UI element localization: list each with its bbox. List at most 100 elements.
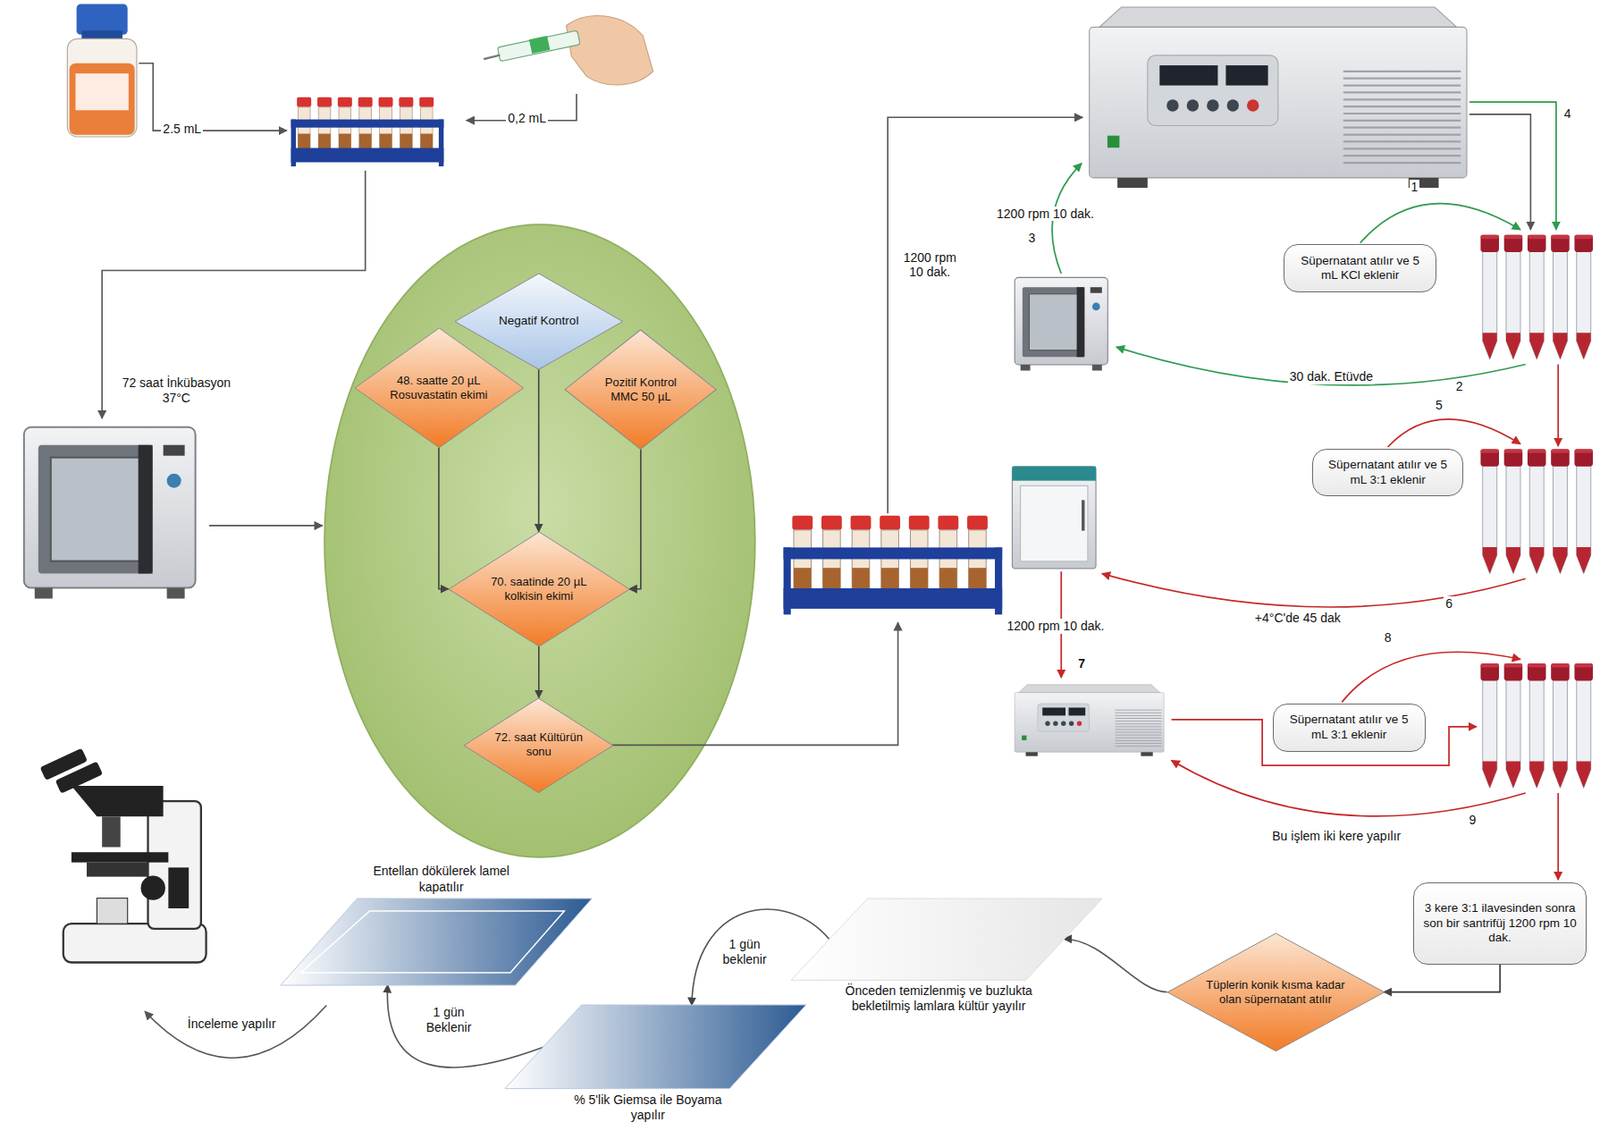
step-label: Bu işlem iki kere yapılır: [1270, 828, 1403, 844]
step-label: 1200 rpm 10 dak.: [994, 206, 1096, 222]
medium-bottle: [69, 63, 135, 135]
microscope: [101, 816, 121, 847]
refrigerator: [1011, 466, 1096, 569]
process-box: Süpernatant atılır ve 5 mL 3:1 eklenir: [1312, 448, 1464, 497]
callout-number: 4: [1562, 106, 1574, 122]
diamond-shape: [1167, 933, 1385, 1052]
microscope: [71, 851, 169, 862]
diamond-shape: [454, 273, 624, 370]
slide-shape: [791, 898, 1103, 980]
callout-number: 9: [1467, 812, 1479, 828]
step-label: 1200 rpm 10 dak.: [1004, 618, 1106, 634]
callout-number: 2: [1454, 378, 1466, 395]
microscope: [141, 875, 166, 900]
step-label: 1200 rpm 10 dak.: [895, 250, 964, 281]
step-label: 2.5 mL: [160, 121, 203, 137]
red-arrow: [1341, 651, 1521, 702]
callout-number: 7: [1076, 656, 1087, 672]
node-text: 70. saatinde 20 µL kolkisin ekimi: [480, 574, 598, 604]
microscope: [86, 862, 148, 877]
step-diamond: 70. saatinde 20 µL kolkisin ekimi: [448, 531, 630, 647]
blood-syringe: [483, 55, 500, 60]
step-label: +4°C'de 45 dak: [1253, 610, 1343, 626]
node-text: Entellan dökülerek lamel kapatılır: [352, 863, 531, 894]
process-arrow: [1469, 114, 1531, 230]
node-text: Süpernatant atılır ve 5 mL 3:1 eklenir: [1281, 712, 1417, 742]
slide-outline: [505, 1004, 807, 1089]
step-label: 0,2 mL: [505, 110, 548, 127]
callout-number: 1: [1409, 179, 1421, 195]
refrigerator: [1011, 466, 1096, 481]
process-arrow: [101, 170, 366, 419]
refrigerator: [1011, 466, 1096, 569]
medium-bottle: [75, 73, 128, 110]
blood-syringe: [529, 35, 550, 54]
node-text: 72. saat Kültürün sonu: [494, 730, 584, 759]
callout-number: 6: [1443, 596, 1455, 612]
microscope: [40, 748, 207, 963]
green-arrow: [1360, 203, 1521, 244]
microscope: [55, 761, 103, 794]
step-diamond: 72. saat Kültürün sonu: [463, 698, 614, 793]
red-arrow: [1061, 364, 1558, 880]
microscope: [71, 785, 164, 817]
medium-bottle: [67, 38, 137, 137]
control-diamond: Pozitif Kontrol MMC 50 µL: [564, 329, 716, 449]
process-arrow: [209, 524, 323, 527]
edge-label: 1 gün Beklenir: [418, 1004, 480, 1036]
glass-slide: Önceden temizlenmiş ve buzlukta bekletil…: [791, 898, 1103, 980]
coverslip-outline: [300, 910, 565, 973]
red-arrow: [1102, 573, 1526, 607]
medium-bottle: [76, 4, 128, 35]
centrifuge: [1014, 684, 1164, 757]
slide-shape: [280, 898, 592, 986]
medium-bottle: [81, 30, 123, 39]
connector: [691, 909, 830, 1005]
red-arrow: [1557, 792, 1559, 880]
blood-syringe: [566, 16, 654, 85]
connector: [538, 646, 540, 699]
node-text: % 5'lik Giemsa ile Boyama yapılır: [571, 1092, 725, 1123]
process-box: 3 kere 3:1 ilavesinden sonra son bir san…: [1413, 882, 1587, 964]
diamond-shape: [564, 329, 716, 449]
edge-label: 1 gün beklenir: [714, 936, 775, 968]
red-arrow: [1171, 759, 1526, 816]
process-arrow: [610, 622, 899, 745]
control-diamond: Negatif Kontrol: [454, 273, 624, 370]
microscope: [168, 867, 189, 909]
red-arrow: [1388, 419, 1521, 447]
connector: [1063, 938, 1168, 992]
step-label: 30 dak. Etüvde: [1288, 369, 1375, 385]
connector: [438, 447, 449, 590]
microscope: [96, 898, 127, 925]
green-arrow: [1469, 101, 1557, 230]
process-arrow: [101, 63, 1531, 1059]
incubator: [24, 427, 196, 599]
connector: [387, 985, 544, 1068]
connector: [1383, 964, 1500, 993]
node-text: Pozitif Kontrol MMC 50 µL: [590, 375, 691, 405]
node-text: Süpernatant atılır ve 5 mL KCl eklenir: [1292, 253, 1428, 284]
incubator: [1014, 277, 1108, 371]
process-arrow: [144, 1004, 327, 1058]
node-text: Süpernatant atılır ve 5 mL 3:1 eklenir: [1321, 457, 1455, 488]
tube-set: [1480, 448, 1593, 573]
diamond-shape: [463, 698, 614, 793]
treatment-diamond: 48. saatte 20 µL Rosuvastatin ekimi: [354, 328, 524, 448]
refrigerator: [1081, 499, 1085, 531]
green-oval: [324, 224, 756, 858]
slide-outline: [791, 898, 1103, 980]
callout-number: 5: [1433, 397, 1445, 413]
process-box: Süpernatant atılır ve 5 mL KCl eklenir: [1283, 244, 1437, 293]
process-box: Süpernatant atılır ve 5 mL 3:1 eklenir: [1272, 703, 1426, 752]
connector: [629, 449, 641, 590]
diamond-shape: [354, 328, 524, 448]
refrigerator: [1020, 485, 1088, 561]
node-text: 3 kere 3:1 ilavesinden sonra son bir san…: [1422, 901, 1578, 945]
tube-rack: [783, 514, 1003, 615]
tube-set: [1480, 663, 1593, 788]
green-arrow: [1052, 101, 1557, 386]
red-arrow: [1557, 364, 1559, 447]
